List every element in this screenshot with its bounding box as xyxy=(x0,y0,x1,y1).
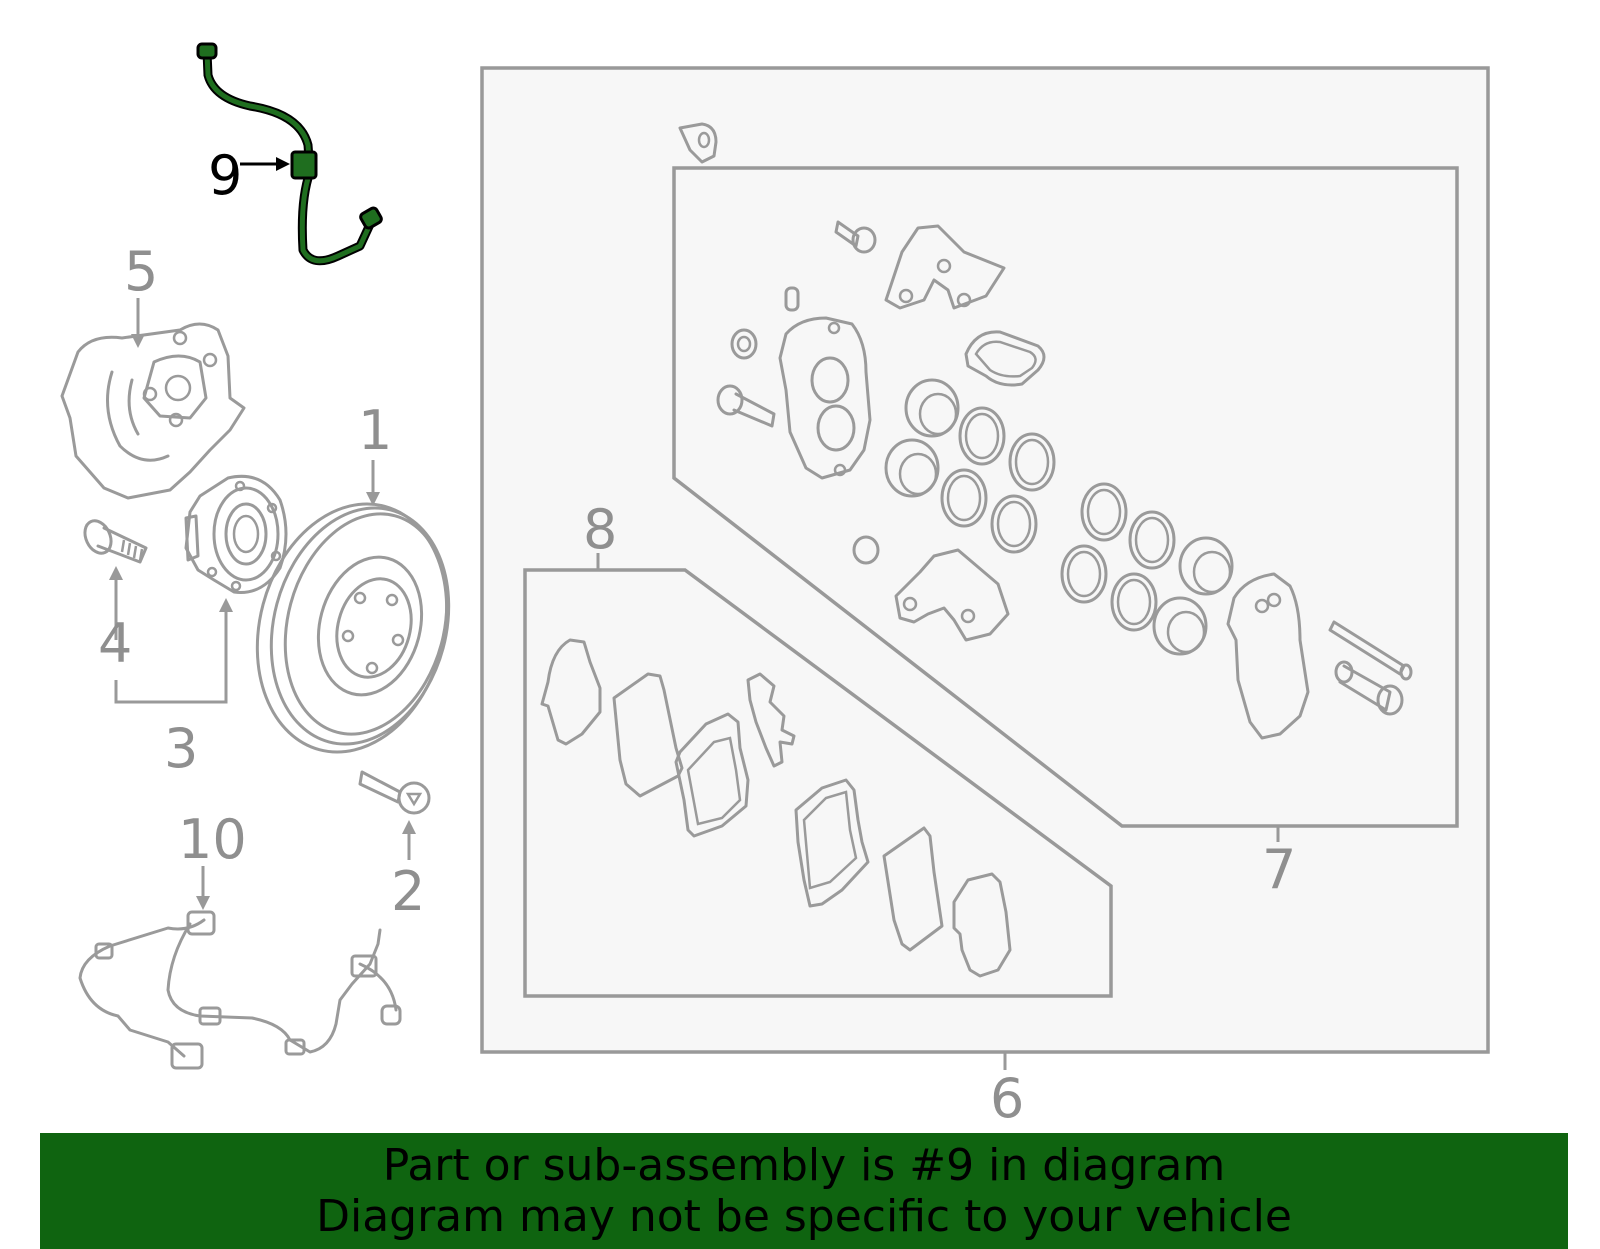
callout-8: 8 xyxy=(583,498,617,561)
arrow-4 xyxy=(109,566,123,580)
arrow-2 xyxy=(402,820,416,834)
callout-1: 1 xyxy=(358,399,392,462)
caliper-kit-part-7 xyxy=(678,122,1413,740)
rotor-screw-part-2 xyxy=(358,770,431,815)
assembly-box-7 xyxy=(672,166,1459,828)
brake-rotor-part-1 xyxy=(255,502,451,754)
brake-pad-kit-part-8 xyxy=(540,638,1012,978)
leader-3 xyxy=(114,610,228,704)
callout-3: 3 xyxy=(164,717,198,780)
callout-10: 10 xyxy=(178,808,247,871)
banner-line-2: Diagram may not be specific to your vehi… xyxy=(316,1191,1292,1242)
abs-sensor-wire-part-10 xyxy=(78,910,402,1070)
callout-9: 9 xyxy=(208,144,242,207)
brake-hose-part-9 xyxy=(196,42,383,266)
arrow-1 xyxy=(366,492,380,506)
callout-6: 6 xyxy=(990,1067,1024,1130)
dust-shield-part-5 xyxy=(60,322,246,500)
banner-line-1: Part or sub-assembly is #9 in diagram xyxy=(382,1140,1226,1191)
callout-5: 5 xyxy=(124,240,158,303)
assembly-box-8 xyxy=(523,568,1113,998)
callout-7: 7 xyxy=(1262,838,1296,901)
callout-2: 2 xyxy=(391,860,425,923)
hub-bearing-part-3 xyxy=(184,474,288,594)
hub-bolt-part-4 xyxy=(83,519,148,564)
info-banner: Part or sub-assembly is #9 in diagram Di… xyxy=(40,1133,1568,1249)
callout-4: 4 xyxy=(98,612,132,675)
arrow-3 xyxy=(219,598,233,612)
arrow-10 xyxy=(196,896,210,910)
arrow-9 xyxy=(276,157,290,171)
